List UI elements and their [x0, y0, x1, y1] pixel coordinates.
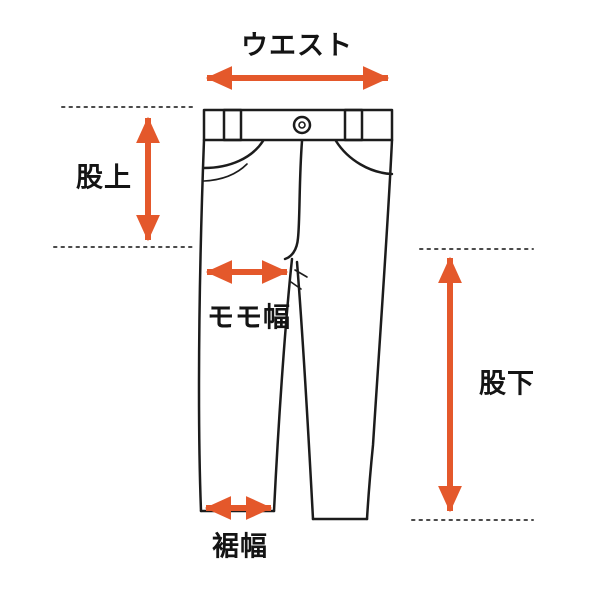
thigh-label: モモ幅 — [207, 302, 291, 334]
button-hole — [298, 121, 306, 129]
hem-label: 裾幅 — [212, 531, 268, 563]
fly-seam — [283, 139, 304, 261]
belt-loop-right — [343, 108, 364, 142]
inseam-label: 股下 — [479, 368, 535, 400]
right-leg-outer-seam — [365, 138, 394, 521]
pocket-left-inner — [203, 163, 248, 182]
waist-label: ウエスト — [241, 30, 353, 62]
guide-lines — [53, 106, 534, 521]
waistband — [202, 108, 394, 142]
right-leg-inner-seam — [295, 260, 315, 521]
left-leg-inner-seam — [272, 257, 294, 513]
left-leg-outer-seam — [197, 138, 206, 513]
pocket-left — [202, 139, 265, 170]
rise-label: 股上 — [76, 162, 132, 194]
belt-loop-left — [222, 108, 243, 142]
button — [292, 115, 312, 135]
measurement-arrows — [136, 66, 462, 520]
wrinkle-line-2 — [290, 281, 302, 290]
pocket-right — [334, 139, 394, 176]
wrinkle-line-1 — [294, 269, 308, 278]
